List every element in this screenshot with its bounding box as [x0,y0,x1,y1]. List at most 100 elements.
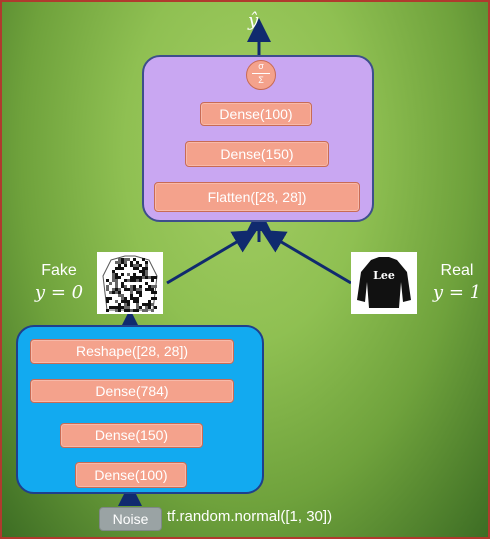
noise-pixel [136,306,139,309]
noise-pixel [136,297,139,300]
noise-pixel [115,267,118,270]
noise-pixel [121,285,124,288]
noise-pixel [127,273,130,276]
noise-code: tf.random.normal([1, 30]) [167,508,333,525]
noise-pixel [133,309,136,312]
noise-pixel [142,276,145,279]
noise-pixel [142,309,145,312]
fake-equation: y = 0 [34,282,84,303]
real-title: Real [440,262,474,279]
noise-pixel [106,285,109,288]
noise-pixel [124,303,127,306]
noise-pixel [133,285,136,288]
noise-pixel [121,297,124,300]
noise-pixel [124,306,127,309]
noise-pixel [115,282,118,285]
noise-pixel [136,279,139,282]
noise-pixel [115,306,118,309]
noise-pixel [118,309,121,312]
noise-pixel [112,291,115,294]
noise-pixel [139,306,142,309]
noise-pixel [151,291,154,294]
noise-pixel [148,288,151,291]
noise-pixel [142,273,145,276]
noise-pixel [109,297,112,300]
noise-pixel [112,276,115,279]
noise-pixel [121,294,124,297]
noise-pixel [109,291,112,294]
noise-pixel [130,294,133,297]
noise-pixel [139,288,142,291]
noise-pixel [133,300,136,303]
noise-pixel [145,309,148,312]
noise-pixel [151,276,154,279]
noise-pixel [127,279,130,282]
noise-pixel [154,291,157,294]
noise-pixel [151,309,154,312]
gen-layer-dense-150: Dense(150) [60,423,203,448]
noise-pixel [112,306,115,309]
noise-pixel [136,261,139,264]
noise-pixel [115,285,118,288]
noise-pixel [118,258,121,261]
noise-pixel [154,297,157,300]
noise-pixel [145,276,148,279]
noise-pixel [148,306,151,309]
noise-pixel [136,291,139,294]
gen-layer-dense-100: Dense(100) [75,462,187,488]
noise-pixel [121,261,124,264]
noise-pixel [115,300,118,303]
activation-sigma: σ [258,61,264,71]
noise-pixel [133,276,136,279]
gen-layer-dense-784: Dense(784) [30,379,234,403]
noise-pixel [121,273,124,276]
noise-pixel [139,294,142,297]
noise-pixel [112,279,115,282]
arrow-fake-to-disc [166,229,258,285]
noise-pixel [124,285,127,288]
noise-pixel [127,309,130,312]
noise-pixel [115,291,118,294]
disc-layer-dense-150: Dense(150) [185,141,329,167]
noise-pixel [115,309,118,312]
real-sweater: Lee [357,257,411,308]
noise-pixel [133,264,136,267]
noise-pixel [136,309,139,312]
noise-pixel [139,291,142,294]
noise-pixel [151,288,154,291]
noise-pixel [133,297,136,300]
noise-pixel [124,288,127,291]
noise-pixel [106,297,109,300]
noise-pixel [130,297,133,300]
noise-pixel [112,270,115,273]
noise-pixel [118,261,121,264]
noise-pixel [136,300,139,303]
noise-pixel [106,309,109,312]
noise-pixel [121,282,124,285]
real-equation: y = 1 [432,282,482,303]
noise-pixel [127,306,130,309]
noise-pixel [118,264,121,267]
noise-pixel [151,297,154,300]
real-shirt-text: Lee [373,269,395,282]
noise-button[interactable]: Noise [99,507,162,531]
noise-pixel [148,303,151,306]
noise-pixel [154,276,157,279]
noise-pixel [118,288,121,291]
noise-pixel [130,309,133,312]
noise-pixel [118,306,121,309]
noise-pixel [139,279,142,282]
activation-divider [252,73,270,74]
noise-pixel [133,258,136,261]
noise-pixel [115,261,118,264]
noise-pixel [130,279,133,282]
noise-pixel [145,267,148,270]
noise-pixel [124,261,127,264]
noise-pixel [124,309,127,312]
disc-layer-flatten: Flatten([28, 28]) [154,182,360,212]
noise-pixel [148,276,151,279]
noise-pixel [133,267,136,270]
noise-pixel [109,282,112,285]
noise-pixel [151,285,154,288]
noise-pixel [118,291,121,294]
